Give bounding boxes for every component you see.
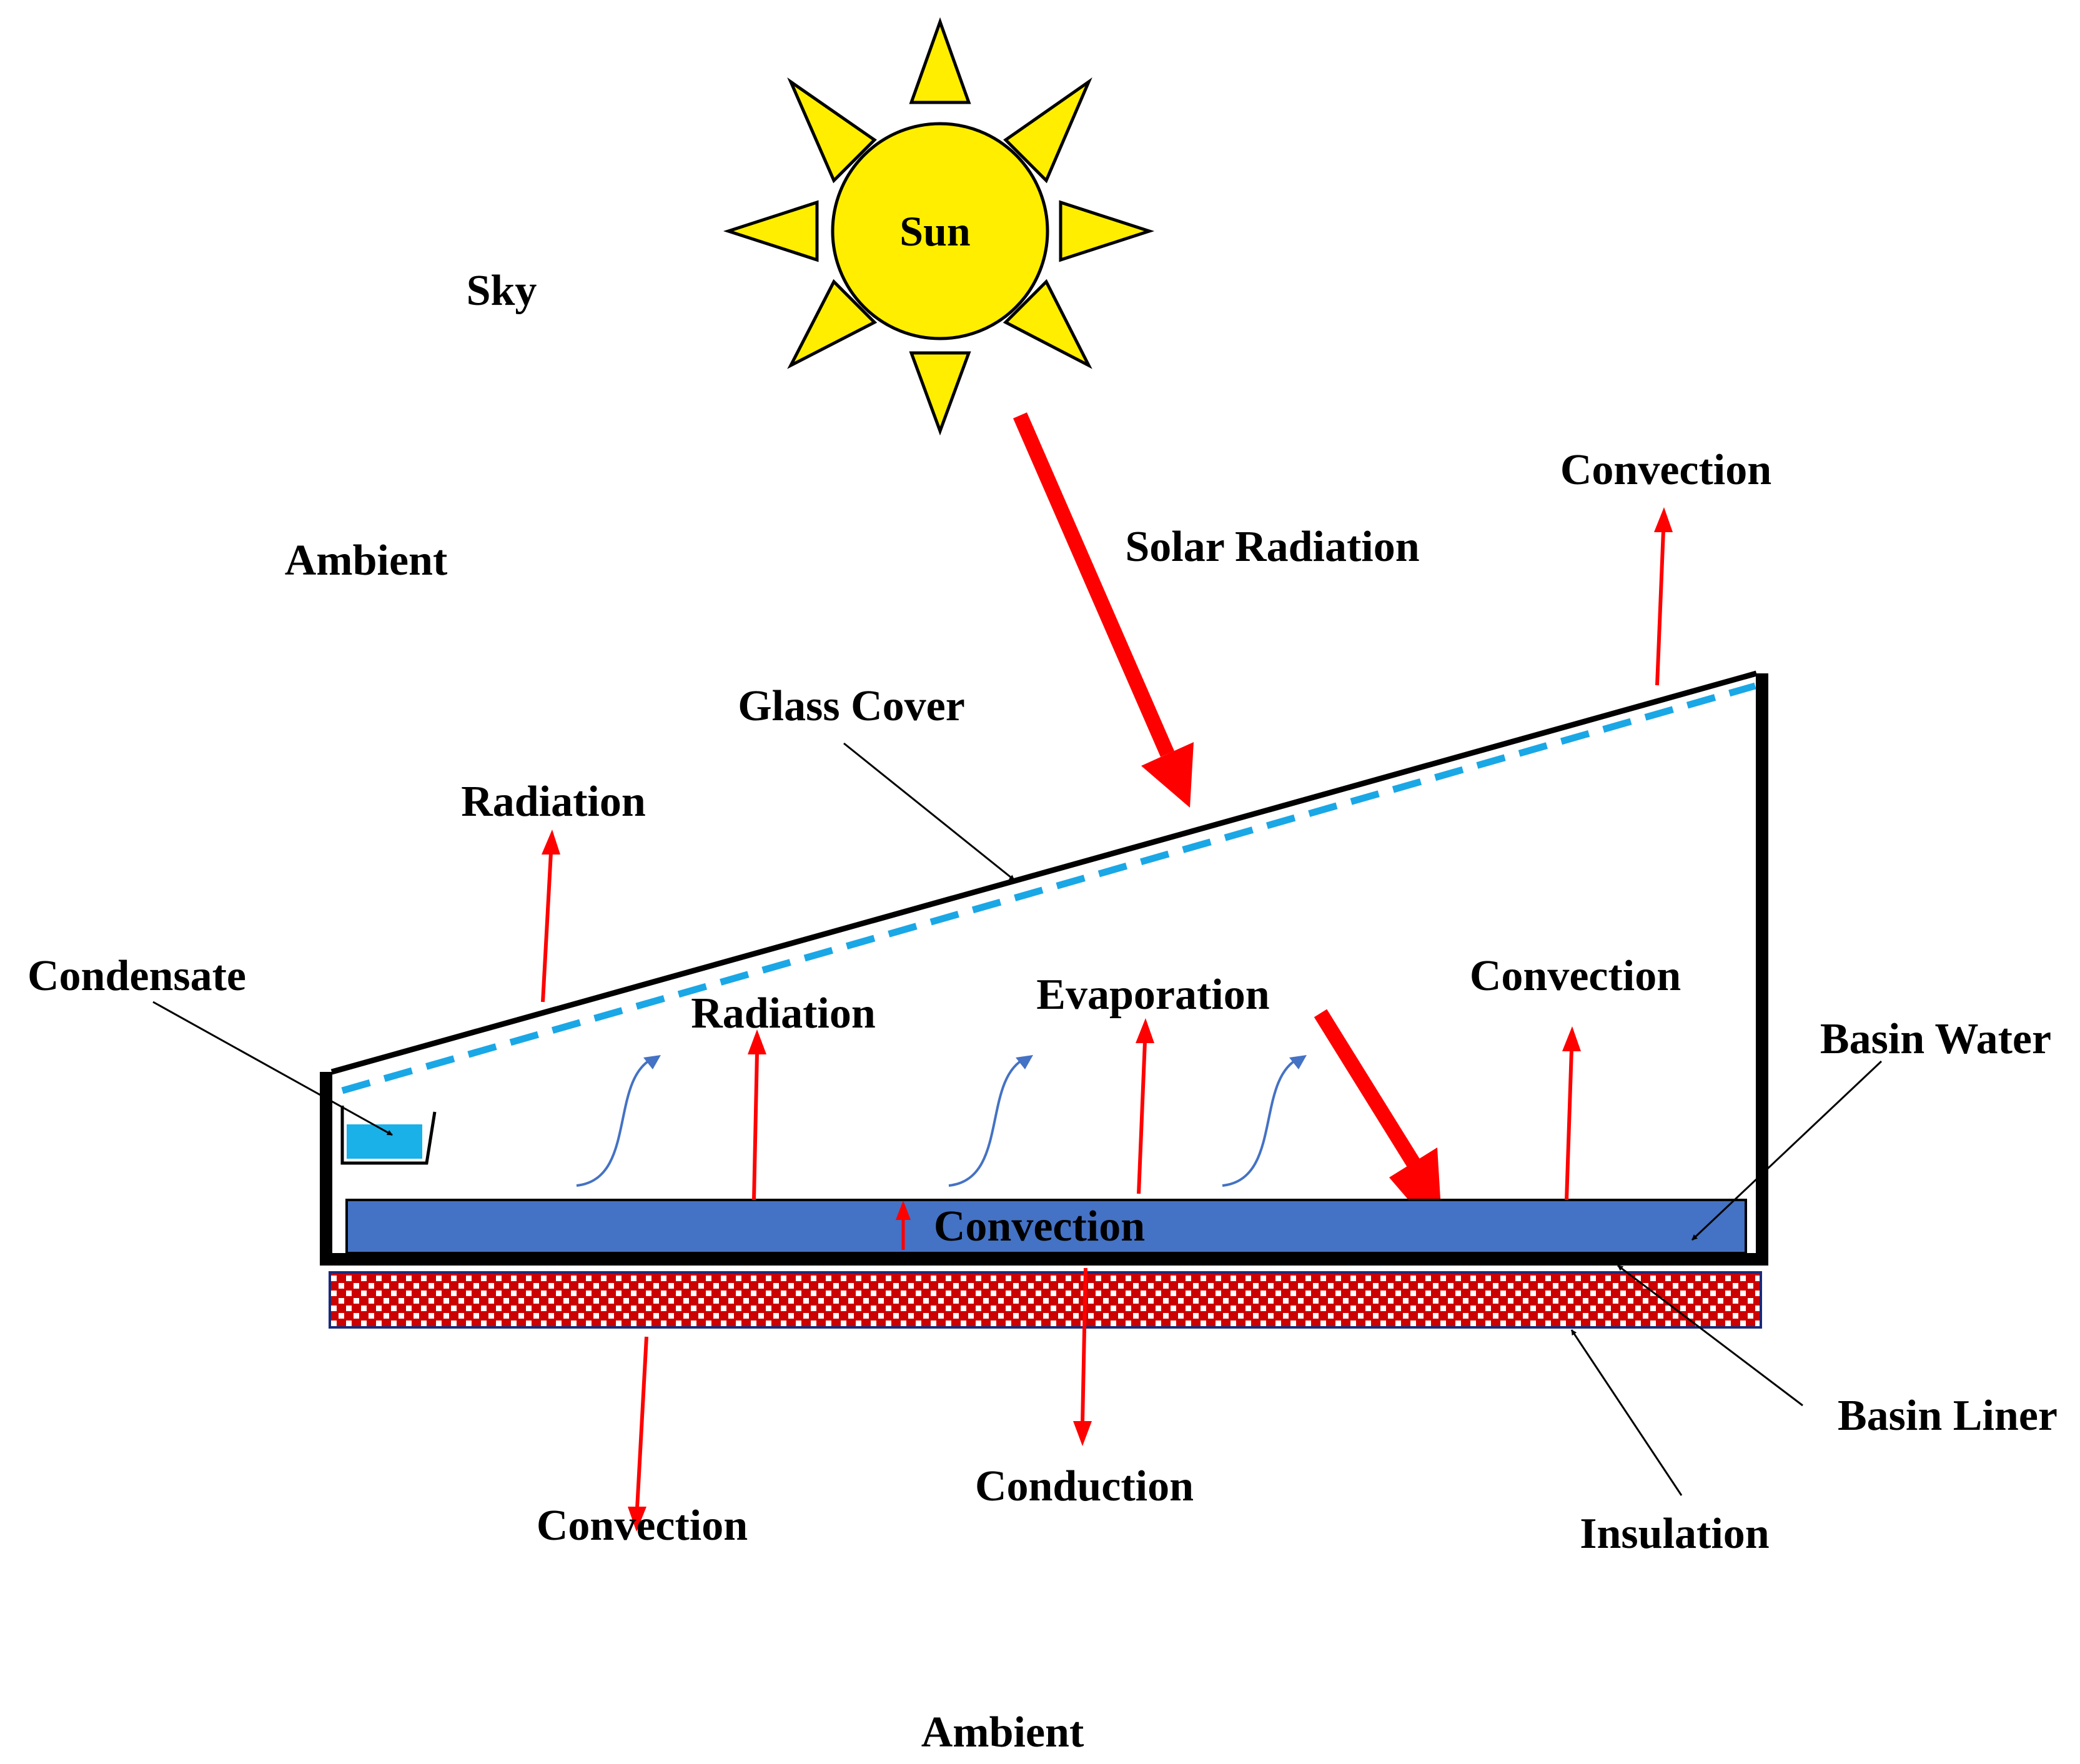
solar-radiation-label: Solar Radiation [1125,523,1419,571]
arrow-icon [541,830,560,1003]
ambient-top-label: Ambient [285,537,448,585]
glass-cover-condensate-film [341,682,1756,1094]
vapor-curve-icon [948,1055,1033,1187]
radiation-outer-label: Radiation [461,778,646,826]
sun-label: Sun [899,207,970,255]
arrow-icon [1073,1267,1092,1446]
evaporation-label: Evaporation [1036,971,1269,1019]
heat-flow-arrows [541,507,1673,1532]
glass-cover-label: Glass Cover [738,682,965,730]
glass-cover [330,670,1758,1075]
arrow-icon [1136,1018,1154,1194]
insulation-pointer [1570,1329,1683,1496]
sky-label: Sky [467,267,537,315]
arrow-icon [1654,507,1673,686]
insulation-layer [329,1271,1762,1329]
radiation-inner-label: Radiation [691,989,876,1038]
condensate-label: Condensate [27,952,246,1000]
vapor-curve-icon [1222,1055,1307,1187]
arrow-icon [1562,1026,1581,1201]
convection-bottom-label: Convection [537,1502,748,1550]
condensate-pointer [152,1001,393,1136]
convection-water-label: Convection [934,1202,1145,1251]
basin-liner-label: Basin Liner [1838,1392,2058,1440]
arrow-icon [896,1201,911,1250]
insulation-label: Insulation [1580,1510,1769,1558]
convection-inner-label: Convection [1470,952,1681,1000]
vapor-curve-icon [576,1055,661,1187]
arrow-icon [628,1336,648,1532]
convection-top-label: Convection [1560,446,1771,494]
basin-water-pointer [1691,1060,1883,1241]
condensate-trough [340,1106,437,1165]
solar-radiation-arrow [1013,412,1194,808]
conduction-label: Conduction [975,1462,1194,1510]
vapor-curves [576,1055,1307,1187]
glass-cover-pointer [843,742,1015,881]
basin-liner-pointer [1617,1264,1803,1407]
basin-water-label: Basin Water [1820,1015,2051,1063]
ambient-bottom-label: Ambient [921,1708,1084,1757]
sun-icon: Sun [723,17,1155,436]
arrow-icon [748,1029,766,1201]
basin-water [345,1199,1747,1254]
